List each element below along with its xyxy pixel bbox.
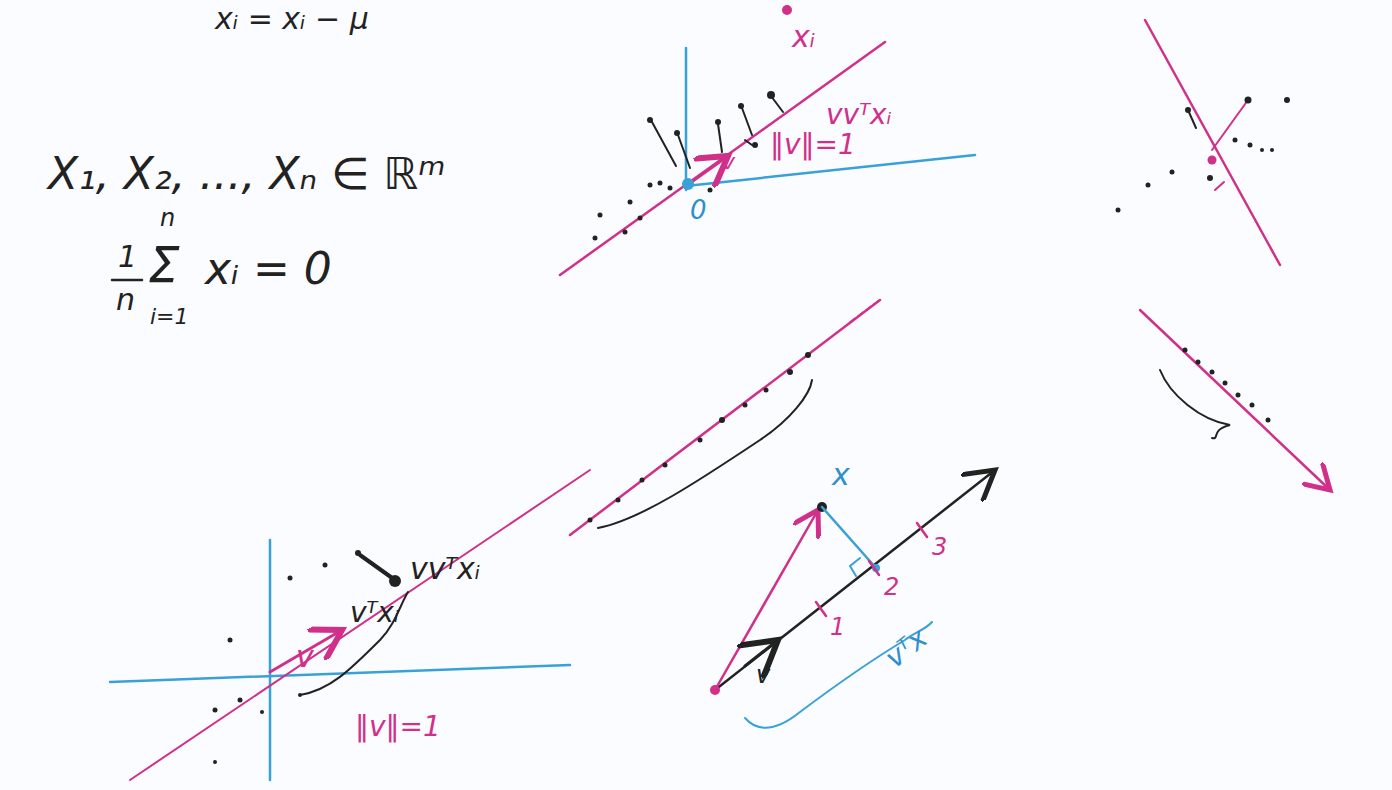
- formula: xᵢ = 0: [205, 245, 332, 293]
- origin-label: 0: [690, 196, 707, 225]
- tick-number: 2: [884, 574, 899, 600]
- coordinate-label: vᵀx: [880, 623, 934, 674]
- formula: Σ: [148, 238, 180, 293]
- vector-label: v: [296, 640, 314, 673]
- coordinate-label: vᵀxᵢ: [350, 598, 399, 629]
- projection-label: vvᵀxᵢ: [410, 552, 480, 585]
- norm-label: ‖v‖=1: [770, 130, 856, 161]
- projection-label: vvᵀxᵢ: [826, 100, 892, 131]
- formula: xᵢ = xᵢ − μ: [215, 2, 369, 35]
- formula: n: [160, 205, 175, 231]
- formula: i=1: [150, 305, 189, 329]
- formula: 1: [118, 240, 137, 273]
- norm-label: ‖v‖=1: [355, 712, 441, 743]
- formula: X₁, X₂, ..., Xₙ ∈ ℝᵐ: [48, 150, 446, 198]
- tick-number: 3: [932, 534, 947, 560]
- vector-label: v: [722, 150, 735, 174]
- formula: n: [116, 283, 135, 316]
- tick-number: 1: [830, 614, 845, 640]
- point-label: x: [832, 458, 850, 491]
- point-label: xᵢ: [792, 20, 815, 53]
- vector-label: v: [756, 662, 770, 688]
